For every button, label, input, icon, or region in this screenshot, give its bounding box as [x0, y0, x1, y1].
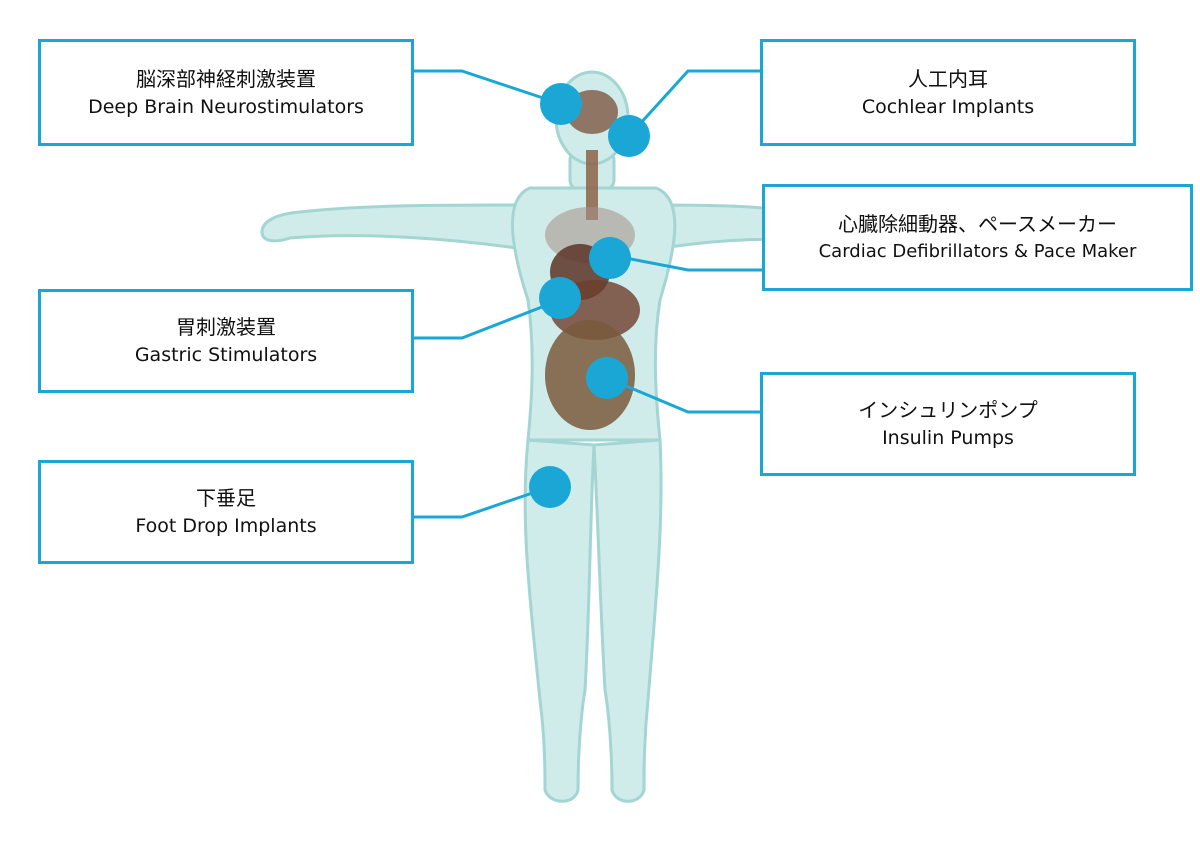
left-arm: [260, 203, 532, 252]
label-en: Cochlear Implants: [861, 95, 1035, 118]
connector-insulin: [606, 376, 760, 414]
label-insulin-pumps: インシュリンポンプ Insulin Pumps: [760, 372, 1136, 476]
marker-brain: [540, 83, 582, 125]
label-jp: 下垂足: [196, 486, 256, 510]
label-deep-brain-neurostimulators: 脳深部神経刺激装置 Deep Brain Neurostimulators: [38, 39, 414, 146]
label-gastric-stimulators: 胃刺激装置 Gastric Stimulators: [38, 289, 414, 393]
connector-brain: [414, 69, 562, 106]
connector-foot: [414, 485, 551, 519]
label-jp: インシュリンポンプ: [858, 398, 1038, 422]
spine: [586, 150, 598, 220]
marker-cochlea: [608, 115, 650, 157]
label-en: Gastric Stimulators: [134, 344, 318, 366]
label-cardiac-defibrillators: 心臓除細動器、ペースメーカー Cardiac Defibrillators & …: [762, 184, 1193, 291]
right-leg: [592, 438, 663, 803]
connector-stomach: [414, 298, 561, 340]
body-silhouette: [260, 70, 797, 803]
label-jp: 脳深部神経刺激装置: [136, 66, 316, 91]
label-en: Deep Brain Neurostimulators: [88, 95, 364, 118]
label-jp: 人工内耳: [908, 66, 988, 91]
label-jp: 心臓除細動器、ペースメーカー: [838, 211, 1117, 236]
label-jp: 胃刺激装置: [176, 315, 276, 339]
label-en: Foot Drop Implants: [135, 515, 317, 537]
label-en: Insulin Pumps: [882, 427, 1014, 449]
connector-cochlea: [627, 69, 760, 138]
connector-heart: [609, 253, 762, 272]
connector-lines: [414, 69, 762, 519]
marker-stomach: [539, 277, 581, 319]
marker-insulin: [586, 357, 628, 399]
marker-foot: [529, 466, 571, 508]
implant-markers: [529, 83, 650, 508]
label-cochlear-implants: 人工内耳 Cochlear Implants: [760, 39, 1136, 146]
left-leg: [523, 438, 596, 803]
label-foot-drop-implants: 下垂足 Foot Drop Implants: [38, 460, 414, 564]
label-en: Cardiac Defibrillators & Pace Maker: [818, 240, 1137, 262]
marker-heart: [589, 237, 631, 279]
